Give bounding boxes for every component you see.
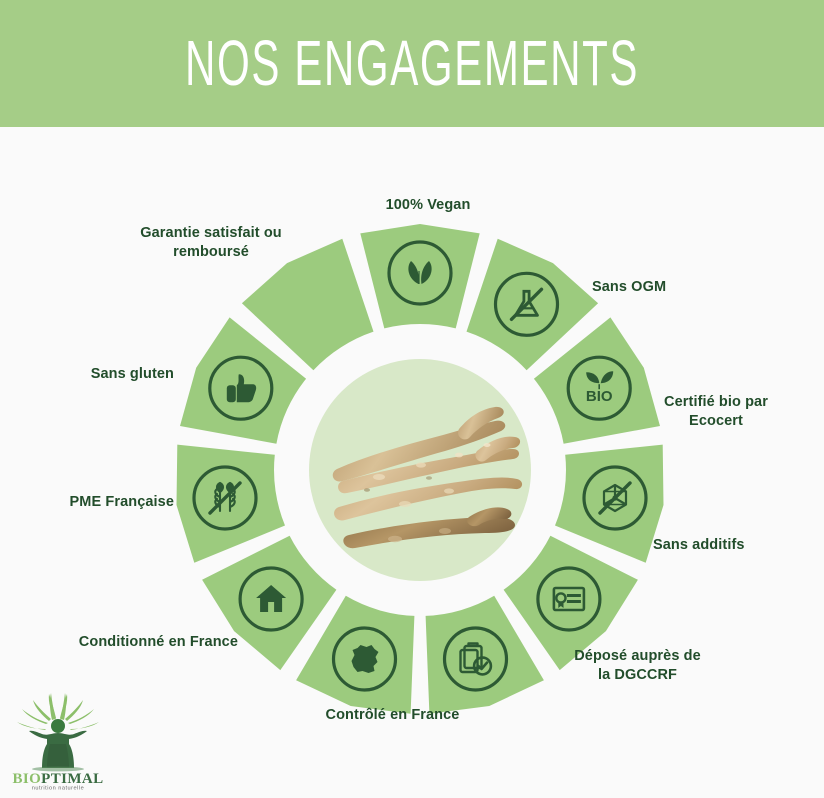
wheel-container: BIO: [0, 127, 824, 798]
label-garantie: Garantie satisfait ou remboursé: [140, 225, 282, 261]
no-wheat-icon: [192, 465, 258, 531]
logo-name-light: BIO: [12, 771, 41, 787]
house-icon: [238, 566, 304, 632]
no-molecule-icon: [582, 465, 648, 531]
france-map-icon: [331, 626, 398, 692]
label-sans-gluten: Sans gluten: [90, 366, 174, 382]
bio-leaf-icon: BIO: [566, 355, 632, 421]
leaves-icon: [387, 240, 453, 306]
label-certifie-bio: Certifié bio par Ecocert: [664, 394, 768, 430]
label-vegan: 100% Vegan: [385, 197, 471, 213]
center-product-disc: [309, 359, 531, 581]
label-dgccrf: Déposé auprès de la DGCCRF: [574, 648, 701, 684]
label-conditionne-france: Conditionné en France: [78, 634, 238, 650]
label-sans-additifs: Sans additifs: [653, 537, 745, 553]
label-pme-francaise: PME Française: [69, 494, 174, 510]
no-flask-icon: [493, 271, 560, 337]
label-sans-ogm: Sans OGM: [592, 279, 667, 295]
page-header: NOS ENGAGEMENTS: [0, 0, 824, 127]
wheel-segment-spacer[interactable]: [241, 238, 374, 371]
ginseng-roots-image: [332, 406, 523, 549]
wheel-graphic: BIO: [176, 224, 664, 714]
thumbs-up-icon: [208, 355, 274, 421]
label-controle-france: Contrôlé en France: [325, 707, 460, 723]
logo-name-dark: PTIMAL: [41, 771, 103, 787]
page-title: NOS ENGAGEMENTS: [184, 28, 640, 99]
svg-text:BIOPTIMAL: BIOPTIMAL: [12, 771, 103, 787]
certificate-icon: [536, 566, 602, 632]
logo-tagline: nutrition naturelle: [32, 786, 84, 791]
engagements-wheel-section: BIO: [0, 127, 824, 798]
clipboard-check-icon: [442, 626, 509, 692]
wheel-segment-vegan[interactable]: [360, 224, 480, 329]
bioptimal-tree-icon: BIOPTIMAL nutrition naturelle: [12, 693, 103, 791]
svg-text:BIO: BIO: [586, 388, 613, 405]
wheel-segment-pme[interactable]: [202, 535, 337, 671]
brand-logo[interactable]: BIOPTIMAL nutrition naturelle: [8, 690, 104, 790]
